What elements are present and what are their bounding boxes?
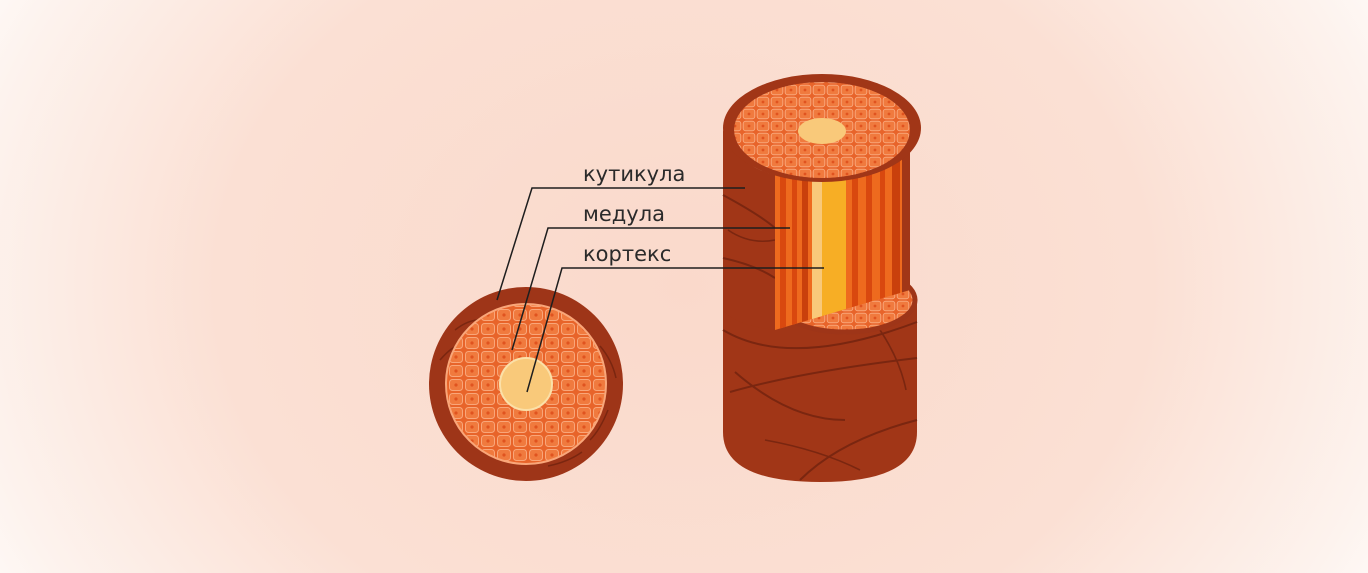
medulla-leader-line (511, 227, 790, 351)
cortex-leader-line (526, 267, 824, 393)
medulla-label: медула (583, 202, 665, 226)
leader-lines (496, 187, 824, 393)
cross-section-medulla (499, 357, 553, 411)
cylinder-top-medulla (798, 118, 846, 144)
cross-section (429, 287, 623, 481)
cuticle-leader-line (496, 187, 745, 301)
cylinder-upper-body (723, 130, 775, 330)
cortex-label: кортекс (583, 242, 671, 266)
hair-cylinder (722, 74, 921, 482)
cuticle-label: кутикула (583, 162, 685, 186)
